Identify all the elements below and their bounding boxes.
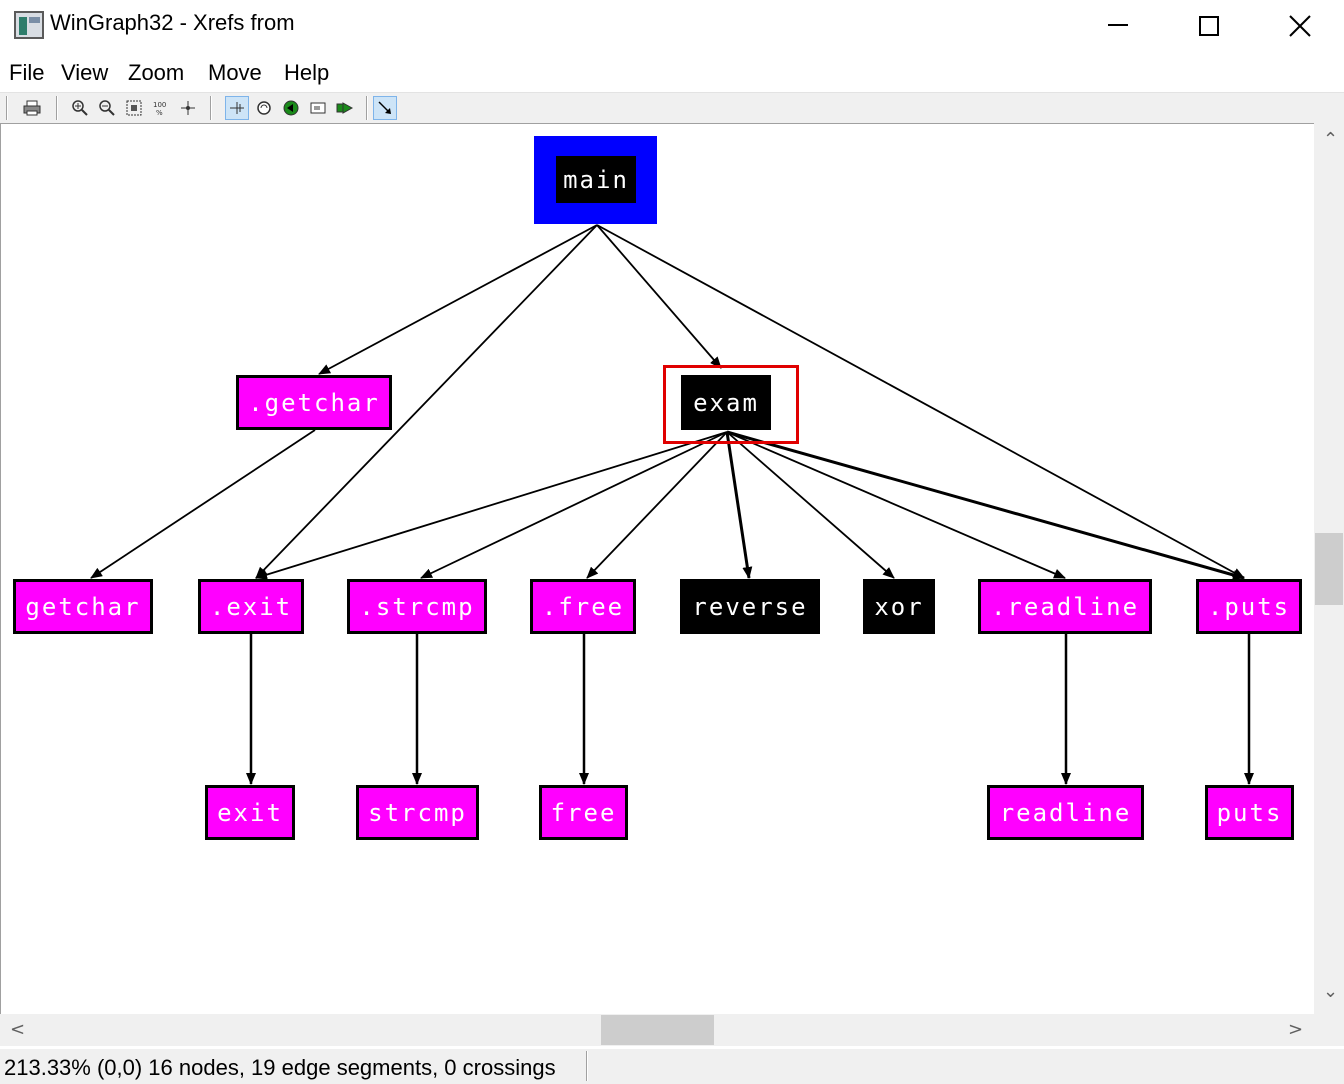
edge-exam-exit: [255, 431, 728, 580]
edge-exam-free: [586, 431, 728, 579]
zoom-out-button[interactable]: [95, 96, 119, 120]
toolbar-separator: [210, 96, 212, 120]
zoom-100-button[interactable]: 100%: [149, 96, 173, 120]
scroll-left-icon[interactable]: <: [10, 1019, 26, 1040]
close-icon: [1289, 15, 1311, 37]
edge-main-exit: [255, 224, 598, 579]
move-mode-button[interactable]: [225, 96, 249, 120]
selection-frame: [663, 365, 799, 444]
edge-exam-strcmp: [420, 431, 728, 579]
scroll-down-icon[interactable]: ⌄: [1323, 981, 1339, 1002]
maximize-button[interactable]: [1163, 0, 1255, 52]
vertical-scroll-thumb[interactable]: [1315, 533, 1343, 605]
toolbar-separator: [56, 96, 58, 120]
edge-exam-readline: [726, 431, 1066, 579]
zoom-in-button[interactable]: [68, 96, 92, 120]
node-puts-thunk[interactable]: .puts: [1196, 579, 1302, 634]
scrollbar-corner: [1314, 1014, 1344, 1046]
node-getchar[interactable]: getchar: [13, 579, 153, 634]
fit-window-button[interactable]: [122, 96, 146, 120]
vertical-scrollbar[interactable]: ⌃ ⌄: [1314, 123, 1344, 1014]
edge-exam-xor: [726, 431, 895, 579]
overview-button[interactable]: [306, 96, 330, 120]
navigate-right-button[interactable]: [333, 96, 357, 120]
scroll-up-icon[interactable]: ⌃: [1323, 129, 1339, 150]
scroll-right-icon[interactable]: >: [1288, 1019, 1304, 1040]
node-readline[interactable]: readline: [987, 785, 1144, 840]
horizontal-scrollbar[interactable]: < >: [0, 1014, 1314, 1046]
toolbar-separator: [6, 96, 8, 120]
horizontal-scroll-thumb[interactable]: [601, 1015, 714, 1045]
fit-to-window-icon: [126, 100, 142, 116]
menu-view[interactable]: View: [61, 60, 109, 85]
toolbar: 100%: [0, 92, 1344, 123]
navigate-left-icon: [283, 100, 299, 116]
node-reverse[interactable]: reverse: [680, 579, 820, 634]
menu-help[interactable]: Help: [284, 60, 330, 85]
minimize-icon: [1108, 24, 1128, 26]
zoom-out-icon: [99, 100, 115, 116]
menu-move[interactable]: Move: [208, 60, 262, 85]
maximize-icon: [1199, 16, 1219, 36]
print-icon: [23, 100, 41, 116]
toolbar-separator: [366, 96, 368, 120]
zoom-in-icon: [72, 100, 88, 116]
edge-getchar-getchar: [90, 429, 316, 579]
node-getchar-thunk[interactable]: .getchar: [236, 375, 392, 430]
rotate-button[interactable]: [252, 96, 276, 120]
status-bar: 213.33% (0,0) 16 nodes, 19 edge segments…: [0, 1049, 1344, 1084]
center-icon: [181, 101, 195, 115]
node-main[interactable]: main: [556, 156, 636, 203]
node-exit-thunk[interactable]: .exit: [198, 579, 304, 634]
zoom-100-icon: 100%: [153, 101, 166, 117]
navigate-left-button[interactable]: [279, 96, 303, 120]
svg-text:100: 100: [153, 101, 166, 109]
print-button[interactable]: [20, 96, 44, 120]
edge-exam-puts: [726, 430, 1245, 580]
edge-main-exam: [596, 224, 722, 369]
edge-main-puts: [596, 224, 1245, 579]
node-puts[interactable]: puts: [1205, 785, 1294, 840]
center-button[interactable]: [176, 96, 200, 120]
menu-zoom[interactable]: Zoom: [128, 60, 185, 85]
node-readline-thunk[interactable]: .readline: [978, 579, 1152, 634]
move-mode-icon: [230, 102, 244, 114]
node-exam[interactable]: exam: [681, 375, 771, 430]
rotate-icon: [257, 101, 271, 115]
graph-canvas[interactable]: main .getchar exam getchar .exit .strcmp…: [0, 123, 1314, 1014]
svg-text:%: %: [156, 109, 163, 117]
window-title: WinGraph32 - Xrefs from: [50, 10, 295, 35]
node-strcmp-thunk[interactable]: .strcmp: [347, 579, 487, 634]
edge-main-getchar: [318, 224, 598, 375]
menu-bar: File View Zoom Move Help: [0, 56, 1344, 90]
status-separator: [586, 1051, 588, 1081]
node-free[interactable]: free: [539, 785, 628, 840]
node-strcmp[interactable]: strcmp: [356, 785, 479, 840]
edge-exam-reverse: [725, 431, 753, 579]
node-free-thunk[interactable]: .free: [530, 579, 636, 634]
minimize-button[interactable]: [1072, 0, 1164, 52]
app-icon: [14, 11, 44, 39]
close-button[interactable]: [1254, 0, 1344, 52]
node-xor[interactable]: xor: [863, 579, 935, 634]
node-exit[interactable]: exit: [205, 785, 295, 840]
status-text: 213.33% (0,0) 16 nodes, 19 edge segments…: [4, 1055, 556, 1080]
menu-file[interactable]: File: [9, 60, 45, 85]
graph-edges: [90, 224, 1254, 785]
navigate-right-icon: [336, 102, 354, 114]
follow-edge-button[interactable]: [373, 96, 397, 120]
title-bar: WinGraph32 - Xrefs from: [0, 0, 1344, 52]
follow-edge-icon: [378, 101, 391, 114]
overview-icon: [310, 102, 326, 114]
